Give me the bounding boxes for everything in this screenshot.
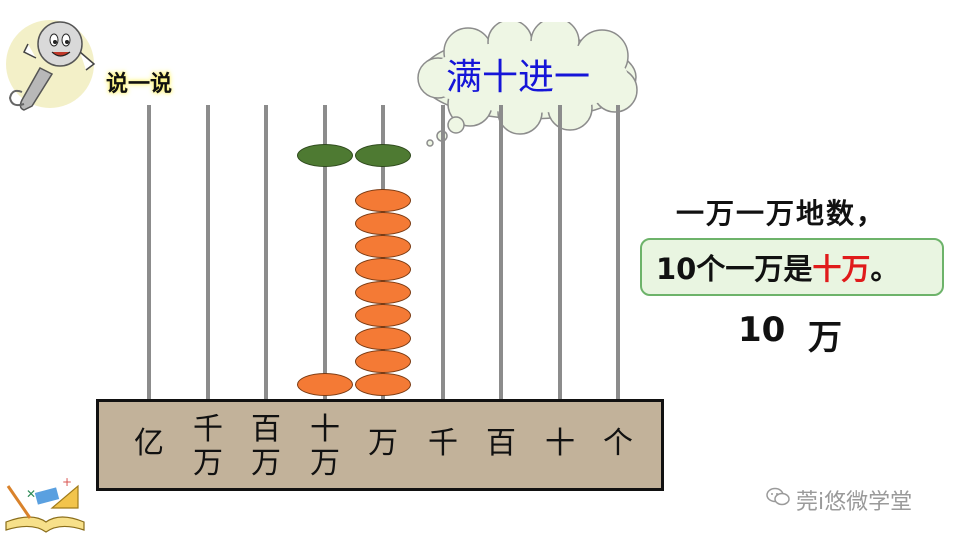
counting-text: 一万一万地数， [676,197,887,230]
rod-ge [616,105,620,400]
rod-shi [558,105,562,400]
place-label: 十 [545,426,575,461]
orange-bead [355,350,411,373]
orange-bead [355,189,411,212]
orange-bead [355,281,411,304]
orange-bead [355,235,411,258]
rod-qian [441,105,445,400]
orange-bead [355,304,411,327]
number-value: 10 [738,310,786,350]
statement-highlight: 十万 [812,252,871,286]
rod-qianwan [206,105,210,400]
place-label: 百 [486,426,516,461]
orange-bead [355,327,411,350]
abacus-base [96,399,664,491]
orange-bead [355,373,411,396]
rod-shiwan [323,105,327,400]
place-label: 十万 [310,412,340,481]
rod-yi [147,105,151,400]
wechat-icon [766,487,790,507]
speaker-label: 说一说 [106,72,173,97]
orange-bead [297,373,353,396]
place-label: 千万 [193,412,223,481]
place-label: 百万 [251,412,281,481]
number-unit: 万 [808,318,842,358]
green-bead [297,144,353,167]
watermark-text: 莞i悠微学堂 [796,490,913,515]
place-label: 千 [428,426,458,461]
study-tools-icon: ✕ + [2,472,86,536]
statement-text: 10个一万是十万。 [656,246,899,288]
svg-text:+: + [62,475,72,489]
place-label: 个 [603,426,633,461]
rod-bai [499,105,503,400]
place-label: 万 [368,426,398,461]
microphone-mascot-icon [2,8,102,113]
rod-baiwan [264,105,268,400]
statement-suffix: 。 [870,252,900,286]
orange-bead [355,258,411,281]
place-label: 亿 [134,426,164,461]
thought-cloud [410,17,646,172]
statement-prefix: 10个一万是 [656,252,813,286]
cloud-text: 满十进一 [446,57,591,98]
statement-box [640,238,944,296]
orange-bead [355,212,411,235]
green-bead [355,144,411,167]
svg-text:✕: ✕ [26,487,36,501]
